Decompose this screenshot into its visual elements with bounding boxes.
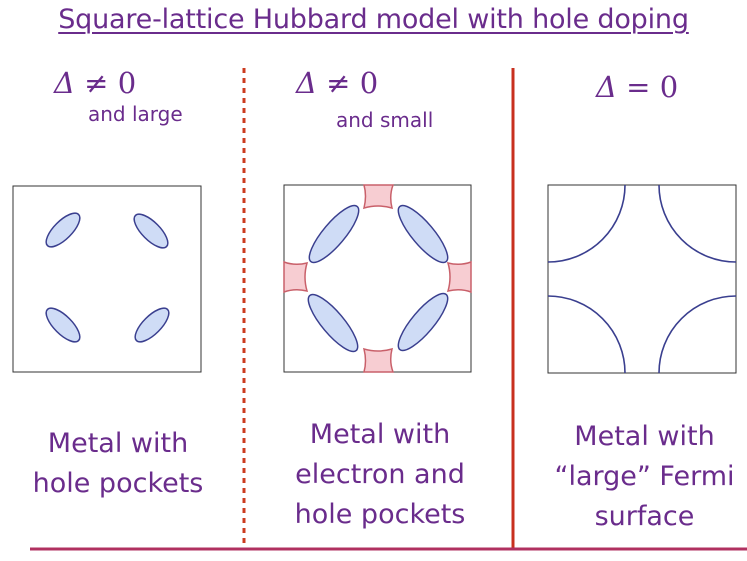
caption-line: hole pockets (294, 499, 466, 530)
caption-line: Metal with (47, 428, 189, 459)
delta-value: 0 (117, 66, 137, 100)
fermi-surface-arc (658, 184, 737, 263)
caption-line: surface (594, 501, 695, 532)
zone-boundary (12, 185, 202, 373)
delta-qualifier-1: and large (88, 102, 183, 126)
brillouin-zone-2 (283, 184, 472, 373)
caption-line: Metal with (309, 419, 451, 450)
caption-2: Metal with electron and hole pockets (280, 415, 480, 535)
zone-boundary (283, 184, 472, 373)
delta-operator: = (626, 70, 651, 104)
delta-operator: ≠ (84, 66, 109, 100)
electron-pocket-right (446, 260, 472, 294)
brillouin-zone-3 (547, 184, 737, 374)
fermi-surface-arc (547, 184, 626, 263)
caption-line: hole pockets (32, 468, 204, 499)
delta-value: 0 (359, 66, 379, 100)
hole-pocket (45, 212, 81, 248)
hole-pocket (307, 293, 359, 353)
delta-symbol: Δ (54, 66, 75, 100)
hole-pocket (133, 213, 169, 249)
delta-value: 0 (659, 70, 679, 104)
caption-line: Metal with (574, 421, 715, 452)
hole-pocket (397, 292, 449, 352)
caption-line: electron and (295, 459, 465, 490)
diagram-title: Square-lattice Hubbard model with hole d… (58, 4, 689, 35)
delta-condition-2: Δ ≠ 0 (296, 66, 378, 100)
delta-symbol: Δ (596, 70, 617, 104)
fermi-surface-arc (658, 295, 737, 374)
fermi-surface-arc (547, 295, 626, 374)
delta-condition-1: Δ ≠ 0 (54, 66, 136, 100)
electron-pocket-bottom (362, 347, 395, 373)
brillouin-zone-1 (12, 185, 202, 373)
delta-symbol: Δ (296, 66, 317, 100)
caption-line: “large” Fermi (554, 461, 735, 492)
hole-pocket (134, 307, 170, 343)
caption-1: Metal with hole pockets (18, 424, 218, 504)
hole-pocket (308, 204, 360, 264)
delta-operator: ≠ (326, 66, 351, 100)
delta-qualifier-2: and small (336, 108, 434, 132)
electron-pocket-left (283, 260, 309, 294)
hole-pocket (397, 204, 449, 264)
delta-condition-3: Δ = 0 (596, 70, 678, 104)
hole-pocket (45, 307, 81, 343)
electron-pocket-top (362, 184, 395, 210)
caption-3: Metal with “large” Fermi surface (542, 417, 747, 537)
zone-boundary (547, 184, 737, 374)
